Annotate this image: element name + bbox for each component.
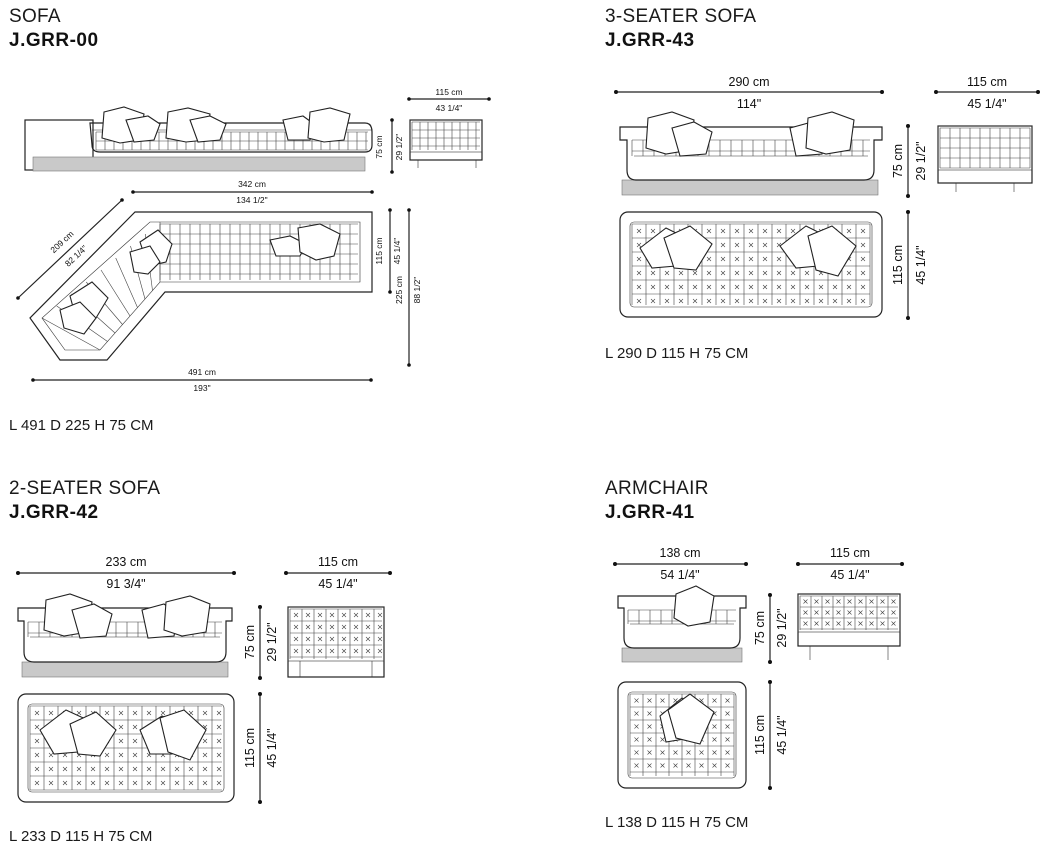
three-width-in: 114": [737, 97, 761, 111]
three-side-depth-in: 45 1/4": [967, 97, 1006, 111]
armchair-side-elevation: [797, 593, 901, 660]
three-height-cm: 75 cm: [891, 144, 905, 178]
three-width-cm: 290 cm: [729, 75, 770, 89]
sofa-plan-view: [29, 211, 373, 361]
sofa-side-depth-in: 43 1/4": [436, 103, 463, 113]
two-height-cm: 75 cm: [243, 625, 257, 659]
sofa-total-width-in: 193": [193, 383, 210, 393]
two-seater-plan-view: [17, 693, 235, 803]
sofa-diag-in: 82 1/4": [63, 243, 89, 268]
three-height-in: 29 1/2": [914, 141, 928, 180]
sofa-diag-cm: 209 cm: [48, 229, 75, 255]
two-seater-front-elevation: [17, 593, 233, 678]
three-seater-dimensions: 290 cm 114" 115 cm 45 1/4" 75 cm 29 1/2"…: [614, 75, 1040, 320]
two-side-depth-in: 45 1/4": [318, 577, 357, 591]
two-seater-title: 2-SEATER SOFA: [9, 478, 161, 499]
armchair-plan-view: [617, 681, 747, 789]
three-seater-plan-view: [619, 211, 883, 318]
sofa-spec: L 491 D 225 H 75 CM: [9, 417, 154, 434]
three-side-depth-cm: 115 cm: [967, 75, 1007, 89]
three-seater-side-elevation: [937, 125, 1033, 192]
arm-depth-in: 45 1/4": [775, 715, 789, 754]
arm-side-depth-cm: 115 cm: [830, 546, 870, 560]
two-seater-code: J.GRR-42: [9, 502, 99, 523]
sofa-side-elevation: [409, 119, 483, 168]
arm-height-cm: 75 cm: [753, 611, 767, 645]
sofa-top-width-in: 134 1/2": [236, 195, 267, 205]
sofa-dimensions: 115 cm 43 1/4" 75 cm 29 1/2" 342 cm 134 …: [16, 87, 491, 393]
sofa-height-cm: 75 cm: [374, 135, 384, 158]
arm-side-depth-in: 45 1/4": [830, 568, 869, 582]
three-seater-spec: L 290 D 115 H 75 CM: [605, 345, 749, 362]
sofa-code: J.GRR-00: [9, 30, 99, 51]
two-depth-cm: 115 cm: [243, 728, 257, 768]
armchair-spec: L 138 D 115 H 75 CM: [605, 814, 749, 831]
sofa-front-elevation: [24, 106, 373, 172]
two-seater-spec: L 233 D 115 H 75 CM: [9, 828, 153, 845]
three-seater-code: J.GRR-43: [605, 30, 695, 51]
two-height-in: 29 1/2": [265, 622, 279, 661]
armchair-code: J.GRR-41: [605, 502, 695, 523]
two-width-cm: 233 cm: [106, 555, 147, 569]
three-depth-in: 45 1/4": [914, 245, 928, 284]
arm-width-in: 54 1/4": [660, 568, 699, 582]
two-seater-dimensions: 233 cm 91 3/4" 115 cm 45 1/4" 75 cm 29 1…: [16, 555, 392, 804]
three-seater-title: 3-SEATER SOFA: [605, 6, 757, 27]
sofa-total-width-cm: 491 cm: [188, 367, 216, 377]
armchair-title: ARMCHAIR: [605, 478, 709, 499]
two-side-depth-cm: 115 cm: [318, 555, 358, 569]
sofa-title: SOFA: [9, 6, 61, 27]
arm-depth-cm: 115 cm: [753, 715, 767, 755]
two-width-in: 91 3/4": [106, 577, 145, 591]
sofa-total-depth-in: 88 1/2": [412, 277, 422, 304]
three-seater-front-elevation: [619, 111, 883, 196]
arm-width-cm: 138 cm: [660, 546, 701, 560]
two-seater-side-elevation: [287, 606, 385, 678]
three-depth-cm: 115 cm: [891, 245, 905, 285]
armchair-front-elevation: [617, 585, 747, 663]
sofa-total-depth-cm: 225 cm: [394, 276, 404, 304]
sofa-top-width-cm: 342 cm: [238, 179, 266, 189]
sofa-seat-depth-in: 45 1/4": [392, 238, 402, 265]
sofa-side-depth-cm: 115 cm: [435, 87, 462, 97]
armchair-dimensions: 138 cm 54 1/4" 115 cm 45 1/4" 75 cm 29 1…: [613, 546, 904, 790]
arm-height-in: 29 1/2": [775, 608, 789, 647]
two-depth-in: 45 1/4": [265, 728, 279, 767]
sofa-seat-depth-cm: 115 cm: [374, 237, 384, 264]
sofa-height-in: 29 1/2": [394, 134, 404, 161]
